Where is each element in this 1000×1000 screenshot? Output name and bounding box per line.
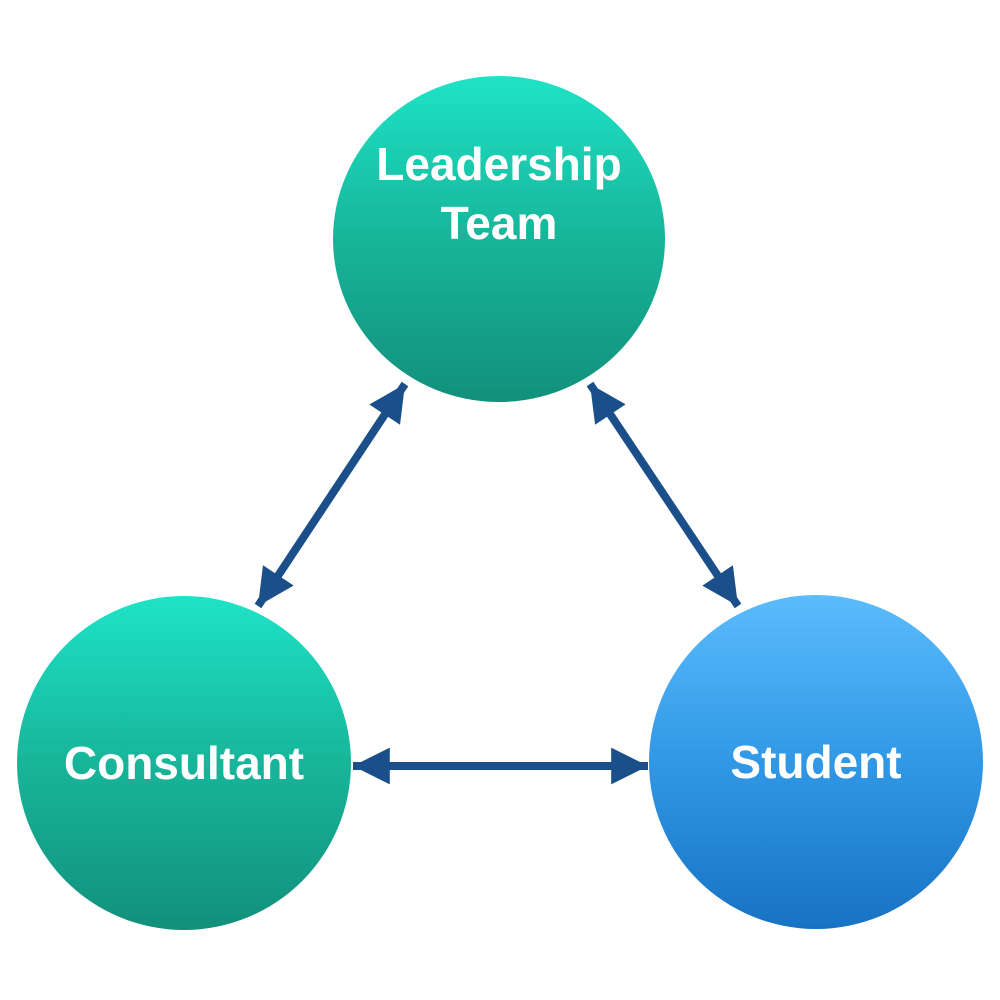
consultant-node: Consultant [17,596,351,930]
student-label: Student [730,735,902,788]
student-node: Student [649,595,983,929]
arrow-leadership-student [586,381,742,609]
leadership-team-label: Leadership Team [376,138,622,249]
leadership-team-node: Leadership Team [333,76,665,402]
arrow-leadership-consultant [254,381,409,609]
consultant-label: Consultant [63,736,305,789]
